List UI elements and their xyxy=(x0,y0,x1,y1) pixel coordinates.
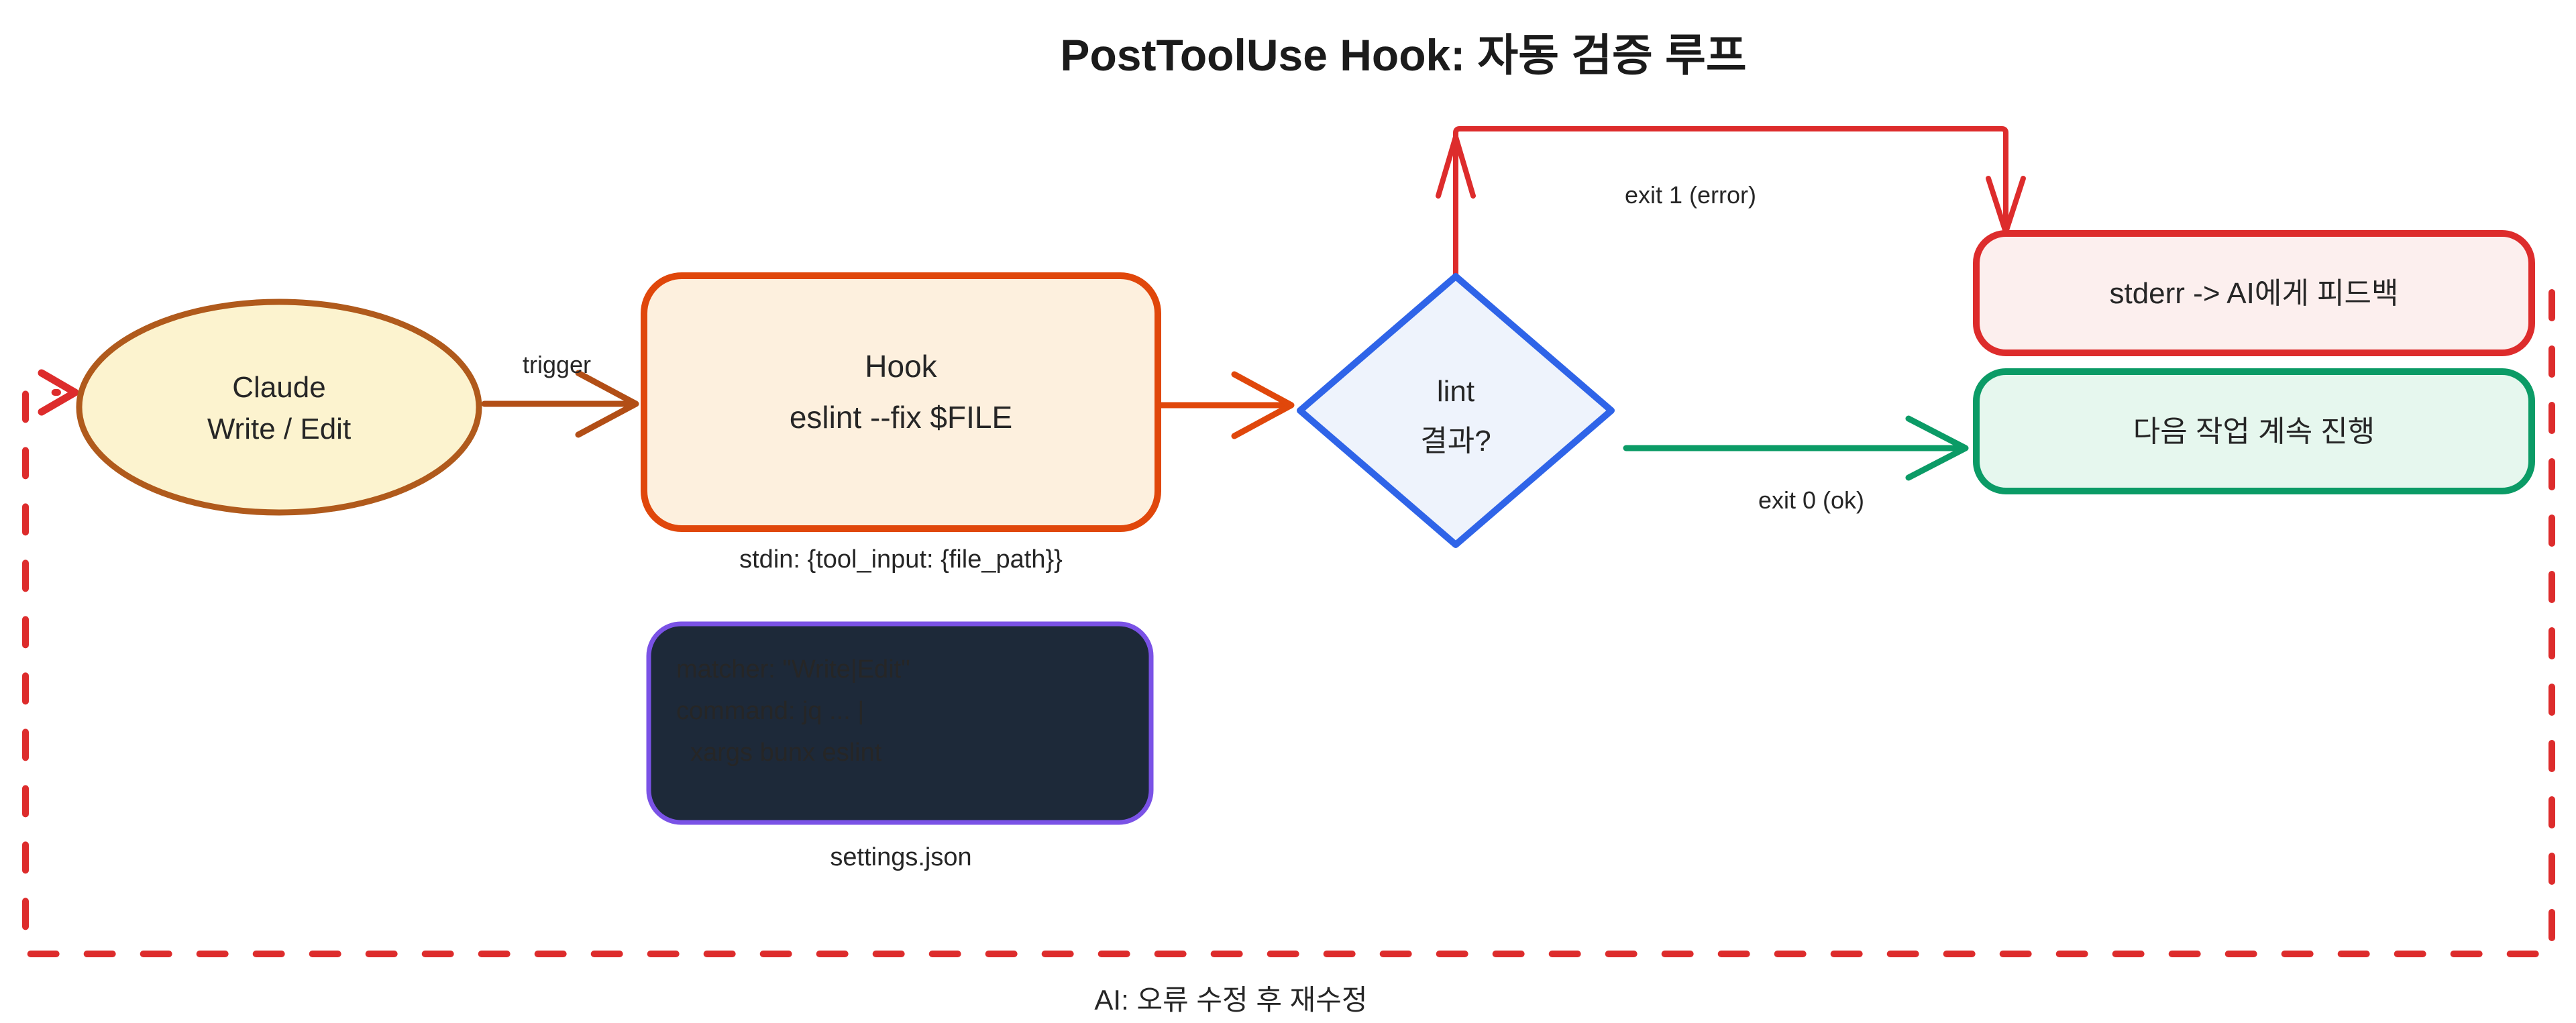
continue-node xyxy=(1973,368,2535,494)
code-line3: xargs bunx eslint xyxy=(676,739,882,767)
exit-ok-label: exit 0 (ok) xyxy=(1758,486,1864,514)
claude-label-line1: Claude xyxy=(232,371,325,404)
hook-label-line1: Hook xyxy=(865,349,937,384)
page-title: PostToolUse Hook: 자동 검증 루프 xyxy=(1060,30,1746,80)
stderr-label: stderr -> AI에게 피드백 xyxy=(2109,277,2398,310)
stderr-node xyxy=(1973,230,2535,356)
error-loop-arrowhead-up xyxy=(1436,134,1476,199)
claude-label-line2: Write / Edit xyxy=(207,413,351,445)
code-line2: command: jq ... | xyxy=(676,697,864,725)
decision-label-line1: lint xyxy=(1437,375,1474,408)
hook-label-line2: eslint --fix $FILE xyxy=(790,400,1012,435)
retry-loop-dashed-arrow xyxy=(22,289,2555,957)
decision-label-line2: 결과? xyxy=(1420,425,1491,457)
hook-stdin-caption: stdin: {tool_input: {file_path}} xyxy=(739,545,1063,574)
continue-label: 다음 작업 계속 진행 xyxy=(2133,415,2375,448)
code-line1: matcher: "Write|Edit" xyxy=(676,655,910,684)
hook-node xyxy=(641,272,1161,532)
retry-loop-arrowhead xyxy=(38,369,79,416)
claude-node xyxy=(76,299,482,516)
trigger-label: trigger xyxy=(523,351,591,378)
exit-error-label: exit 1 (error) xyxy=(1625,181,1756,209)
decision-node xyxy=(1297,273,1615,548)
trigger-arrowhead xyxy=(575,370,639,438)
error-loop-arrow xyxy=(1453,126,2008,279)
ok-arrowhead xyxy=(1905,415,1969,481)
hook-to-decision-arrowhead xyxy=(1231,371,1295,439)
retry-loop-label: AI: 오류 수정 후 재수정 xyxy=(1094,984,1367,1016)
settings-json-caption: settings.json xyxy=(830,843,971,871)
code-node xyxy=(646,621,1154,825)
